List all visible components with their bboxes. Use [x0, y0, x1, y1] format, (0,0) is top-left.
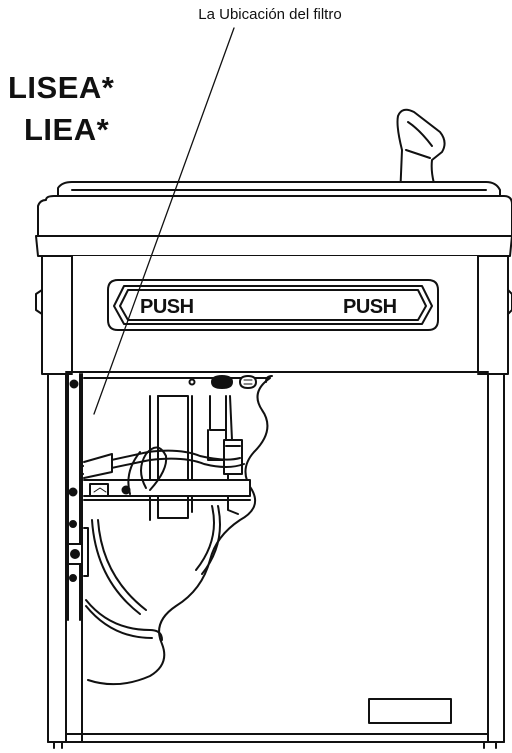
filter-location-callout: La Ubicación del filtro — [198, 6, 342, 23]
push-bar — [107, 279, 439, 331]
side-rail — [67, 373, 89, 621]
push-label-left: PUSH — [140, 296, 194, 318]
lower-cabinet — [47, 371, 505, 749]
basin-top — [35, 181, 512, 257]
push-label-right: PUSH — [343, 296, 397, 318]
screw-icon — [68, 487, 78, 497]
screw-icon — [69, 379, 79, 389]
screw-icon — [69, 520, 77, 528]
model-label-liea: LIEA* — [24, 112, 110, 147]
screw-icon — [69, 574, 77, 582]
callout-leader-line — [93, 27, 235, 415]
model-label-lisea: LISEA* — [8, 70, 115, 105]
cutaway-interior — [83, 375, 273, 686]
